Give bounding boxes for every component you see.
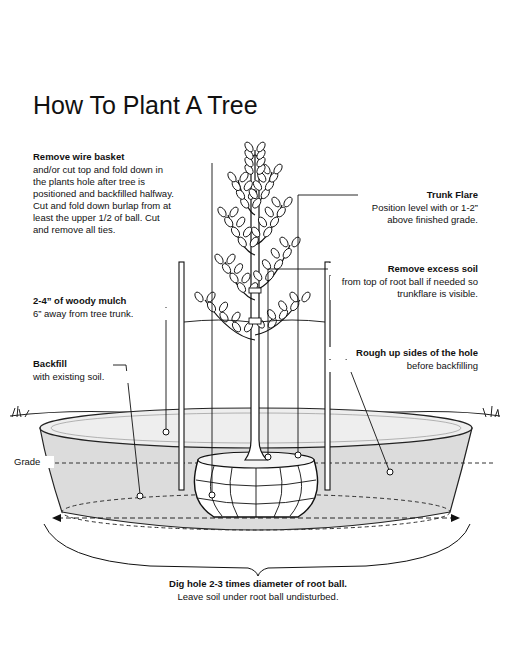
root-ball (194, 460, 317, 517)
callout-heading: Trunk Flare (358, 189, 478, 201)
callout-heading: Remove excess soil (328, 263, 478, 275)
diagram-title-wrap: How To Plant A Tree (33, 90, 433, 120)
grade-label-wrap: Grade (14, 456, 54, 468)
callout-heading-wrap: Rough up sides of the hole (328, 347, 478, 359)
callout-body-wrap: Position level with or 1-2” above finish… (360, 202, 478, 226)
callout-body-wrap: Leave soil under root ball undisturbed. (98, 591, 418, 603)
callout-body-wrap: and/or cut top and fold down in the plan… (33, 164, 175, 236)
callout-body-wrap: before backfilling (328, 360, 478, 372)
tree-leaves (193, 141, 312, 334)
dimension-line (58, 518, 454, 519)
callout-heading: 2-4” of woody mulch (33, 295, 173, 307)
dimension-arrowhead (52, 514, 460, 522)
callout-heading-wrap: Backfill (33, 358, 113, 370)
dimension-bracket (44, 524, 470, 576)
callout-heading-wrap: Remove wire basket (33, 151, 213, 163)
tree-branches (205, 150, 300, 340)
callout-heading: Rough up sides of the hole (328, 347, 478, 359)
stake (179, 262, 184, 490)
callout-body-wrap: from top of root ball if needed so trunk… (330, 276, 478, 300)
callout-body: with existing soil. (33, 371, 153, 383)
callout-body: and/or cut top and fold down in the plan… (33, 164, 175, 236)
callout-body: before backfilling (328, 360, 478, 372)
wire-basket (196, 466, 316, 517)
trunk-strap (249, 288, 261, 293)
diagram-title: How To Plant A Tree (33, 90, 433, 120)
callout-heading-wrap: Remove excess soil (328, 263, 478, 275)
callout-heading-wrap: Trunk Flare (358, 189, 478, 201)
trunk-strap (249, 318, 261, 324)
callout-heading: Backfill (33, 358, 113, 370)
callout-body: 6” away from tree trunk. (33, 308, 173, 320)
callout-heading: Remove wire basket (33, 151, 213, 163)
grade-label: Grade (14, 456, 54, 468)
callout-body: Leave soil under root ball undisturbed. (98, 591, 418, 603)
callout-body: from top of root ball if needed so trunk… (330, 276, 478, 300)
callout-body-wrap: with existing soil. (33, 371, 153, 383)
leader-dot (137, 429, 393, 499)
callout-heading: Dig hole 2-3 times diameter of root ball… (98, 578, 418, 590)
callout-body: Position level with or 1-2” above finish… (360, 202, 478, 226)
callout-heading-wrap: 2-4” of woody mulch (33, 295, 173, 307)
callout-heading-wrap: Dig hole 2-3 times diameter of root ball… (98, 578, 418, 590)
tree-trunk (245, 155, 267, 460)
callout-body-wrap: 6” away from tree trunk. (33, 308, 173, 320)
